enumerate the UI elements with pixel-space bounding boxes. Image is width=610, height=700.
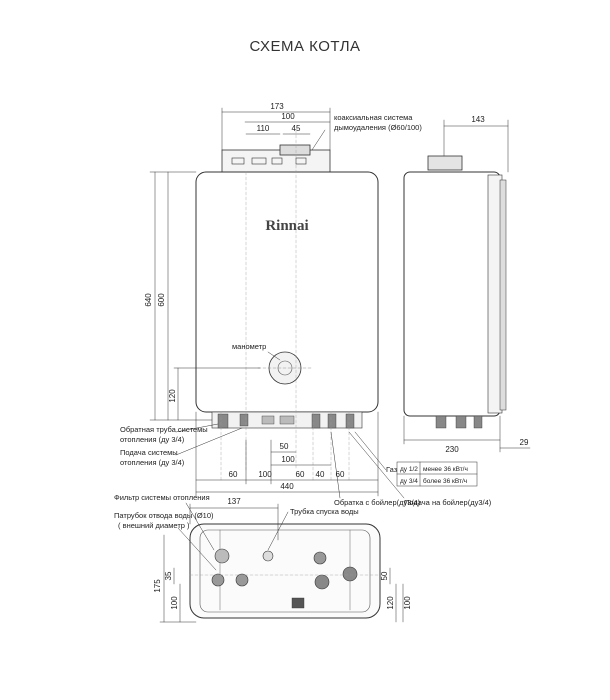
dim-230: 230	[445, 445, 459, 454]
gas-label: Газ	[386, 465, 398, 474]
flue-bracket	[221, 149, 331, 173]
dim-60-left: 60	[229, 470, 238, 479]
page-title: СХЕМА КОТЛА	[249, 38, 361, 55]
bottom-body	[189, 523, 381, 619]
gas-table-size-2: ду 3/4	[400, 478, 418, 485]
dim-120: 120	[168, 389, 177, 403]
dim-100-inner: 100	[281, 455, 295, 464]
dim-100-bv-left: 100	[170, 596, 179, 610]
side-view	[403, 155, 507, 429]
dim-29: 29	[520, 438, 529, 447]
gas-table-power-1: менее 36 кВт/ч	[423, 466, 468, 473]
dim-640: 640	[144, 293, 153, 307]
return-pipe-label-line1: Обратная труба системы	[120, 425, 208, 434]
heating-filter-label: Фильтр системы отопления	[114, 493, 210, 502]
dim-137: 137	[227, 497, 241, 506]
dim-40: 40	[316, 470, 325, 479]
dim-100-top: 100	[281, 112, 295, 121]
dim-600: 600	[157, 293, 166, 307]
coaxial-label-line1: коаксиальная система	[334, 113, 413, 122]
side-dimensions	[403, 119, 531, 453]
dim-60-right: 60	[336, 470, 345, 479]
supply-label-line1: Подача системы	[120, 448, 178, 457]
bottom-view-dimensions	[159, 503, 404, 623]
side-flue	[427, 155, 463, 171]
drain-tube-label: Трубка спуска воды	[290, 507, 359, 516]
gas-table	[396, 461, 478, 487]
dim-440: 440	[280, 482, 294, 491]
height-dimensions	[149, 171, 261, 421]
return-pipe-label-line2: отопления (ду 3/4)	[120, 435, 185, 444]
dim-50: 50	[280, 442, 289, 451]
dim-110: 110	[257, 124, 270, 133]
dim-60-mid: 60	[296, 470, 305, 479]
brand-logo: Rinnai	[265, 218, 308, 234]
dim-120-bv: 120	[386, 596, 395, 610]
supply-label-line2: отопления (ду 3/4)	[120, 458, 185, 467]
gas-table-size-1: ду 1/2	[400, 466, 418, 473]
dim-175: 175	[153, 579, 162, 593]
boiler-supply-label: Подача на бойлер(ду3/4)	[404, 498, 492, 507]
side-body	[403, 171, 501, 417]
gas-table-power-2: более 36 кВт/ч	[423, 477, 467, 485]
manometer-label: манометр	[232, 342, 266, 351]
dim-143: 143	[471, 115, 485, 124]
top-dimensions	[221, 107, 331, 151]
front-view: Rinnai	[195, 129, 379, 481]
dim-100-bottom: 100	[258, 470, 272, 479]
dim-35: 35	[164, 571, 173, 580]
water-drain-label-line1: Патрубок отвода воды (Ø10)	[114, 511, 214, 520]
dim-100-bv-right: 100	[403, 596, 412, 610]
bottom-dimensions	[195, 411, 379, 497]
bottom-view	[189, 523, 381, 619]
dim-173: 173	[270, 102, 284, 111]
boiler-return-label: Обратка с бойлер(ду3/4)	[334, 498, 421, 507]
dim-50-bv: 50	[380, 571, 389, 580]
water-drain-label-line2: ( внешний диаметр )	[118, 521, 190, 530]
dim-45: 45	[292, 124, 301, 133]
coaxial-label-line2: дымоудаления (Ø60/100)	[334, 123, 422, 132]
flue-pipe	[279, 144, 311, 156]
